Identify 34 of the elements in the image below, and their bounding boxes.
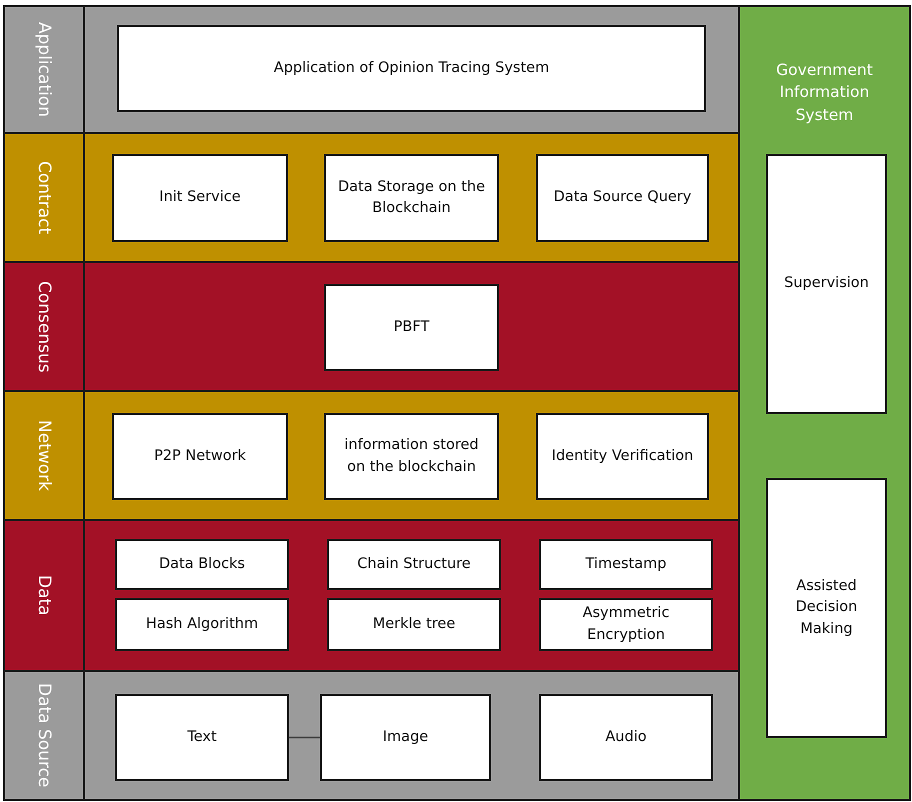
component-box: Audio: [539, 694, 713, 781]
layer-label: Contract: [34, 160, 54, 234]
component-box: Data Source Query: [536, 154, 709, 242]
layer-label: Data: [34, 575, 54, 616]
layer-label: Data Source: [34, 683, 54, 788]
component-box: P2P Network: [112, 413, 288, 500]
component-box: Data Storage on the Blockchain: [324, 154, 499, 242]
component-box: Text: [115, 694, 289, 781]
layer-band: [3, 5, 740, 134]
layer-band: [3, 261, 740, 392]
layer-band: [3, 670, 740, 801]
component-box: Hash Algorithm: [115, 598, 289, 651]
layer-label: Application: [34, 22, 54, 117]
layer-band: [3, 390, 740, 521]
layer-label: Consensus: [34, 280, 54, 372]
component-box: PBFT: [324, 284, 499, 371]
component-box: Application of Opinion Tracing System: [117, 25, 706, 112]
layer-label: Network: [34, 420, 54, 491]
component-box: Init Service: [112, 154, 288, 242]
component-box: Data Blocks: [115, 539, 289, 590]
layer-band: [3, 132, 740, 263]
side-panel: [738, 5, 911, 801]
layer-band: [3, 519, 740, 672]
component-box: Image: [320, 694, 491, 781]
component-box: Assisted Decision Making: [766, 478, 887, 738]
component-box: Timestamp: [539, 539, 713, 590]
component-box: Identity Verification: [536, 413, 709, 500]
component-box: Supervision: [766, 154, 887, 414]
component-box: Merkle tree: [327, 598, 501, 651]
panel-title: Government Information System: [775, 60, 874, 126]
connector-line: [289, 736, 320, 738]
component-box: Chain Structure: [327, 539, 501, 590]
component-box: Asymmetric Encryption: [539, 598, 713, 651]
component-box: information stored on the blockchain: [324, 413, 499, 500]
